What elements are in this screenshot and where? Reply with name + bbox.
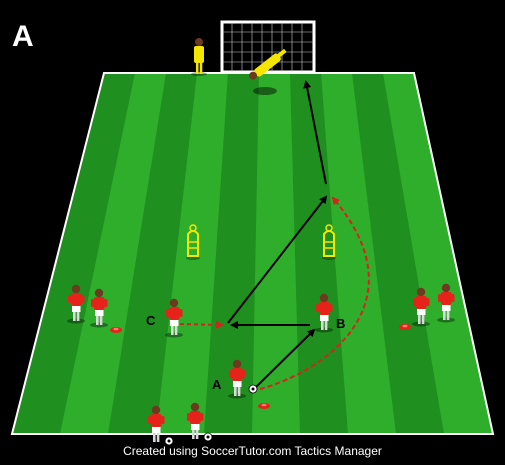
cone-left <box>110 327 122 333</box>
cone-right <box>399 324 411 330</box>
ball-bottom-2 <box>203 432 213 442</box>
goalkeeper-diving <box>249 48 287 95</box>
label-player-b: B <box>336 316 345 331</box>
goal <box>220 20 316 74</box>
ball-player-a <box>248 384 258 394</box>
label-player-a: A <box>212 377 222 392</box>
run-player-a <box>259 196 370 390</box>
cone-bottom <box>258 403 270 409</box>
pass-a-to-b <box>254 328 316 389</box>
goalkeeper-standing <box>191 38 207 76</box>
run-player-c <box>179 320 224 329</box>
pass-c-to-a <box>227 195 328 324</box>
shot-on-goal <box>303 80 327 185</box>
panel-label: A <box>12 20 34 53</box>
credit-text: Created using SoccerTutor.com Tactics Ma… <box>123 444 382 458</box>
label-player-c: C <box>146 313 156 328</box>
